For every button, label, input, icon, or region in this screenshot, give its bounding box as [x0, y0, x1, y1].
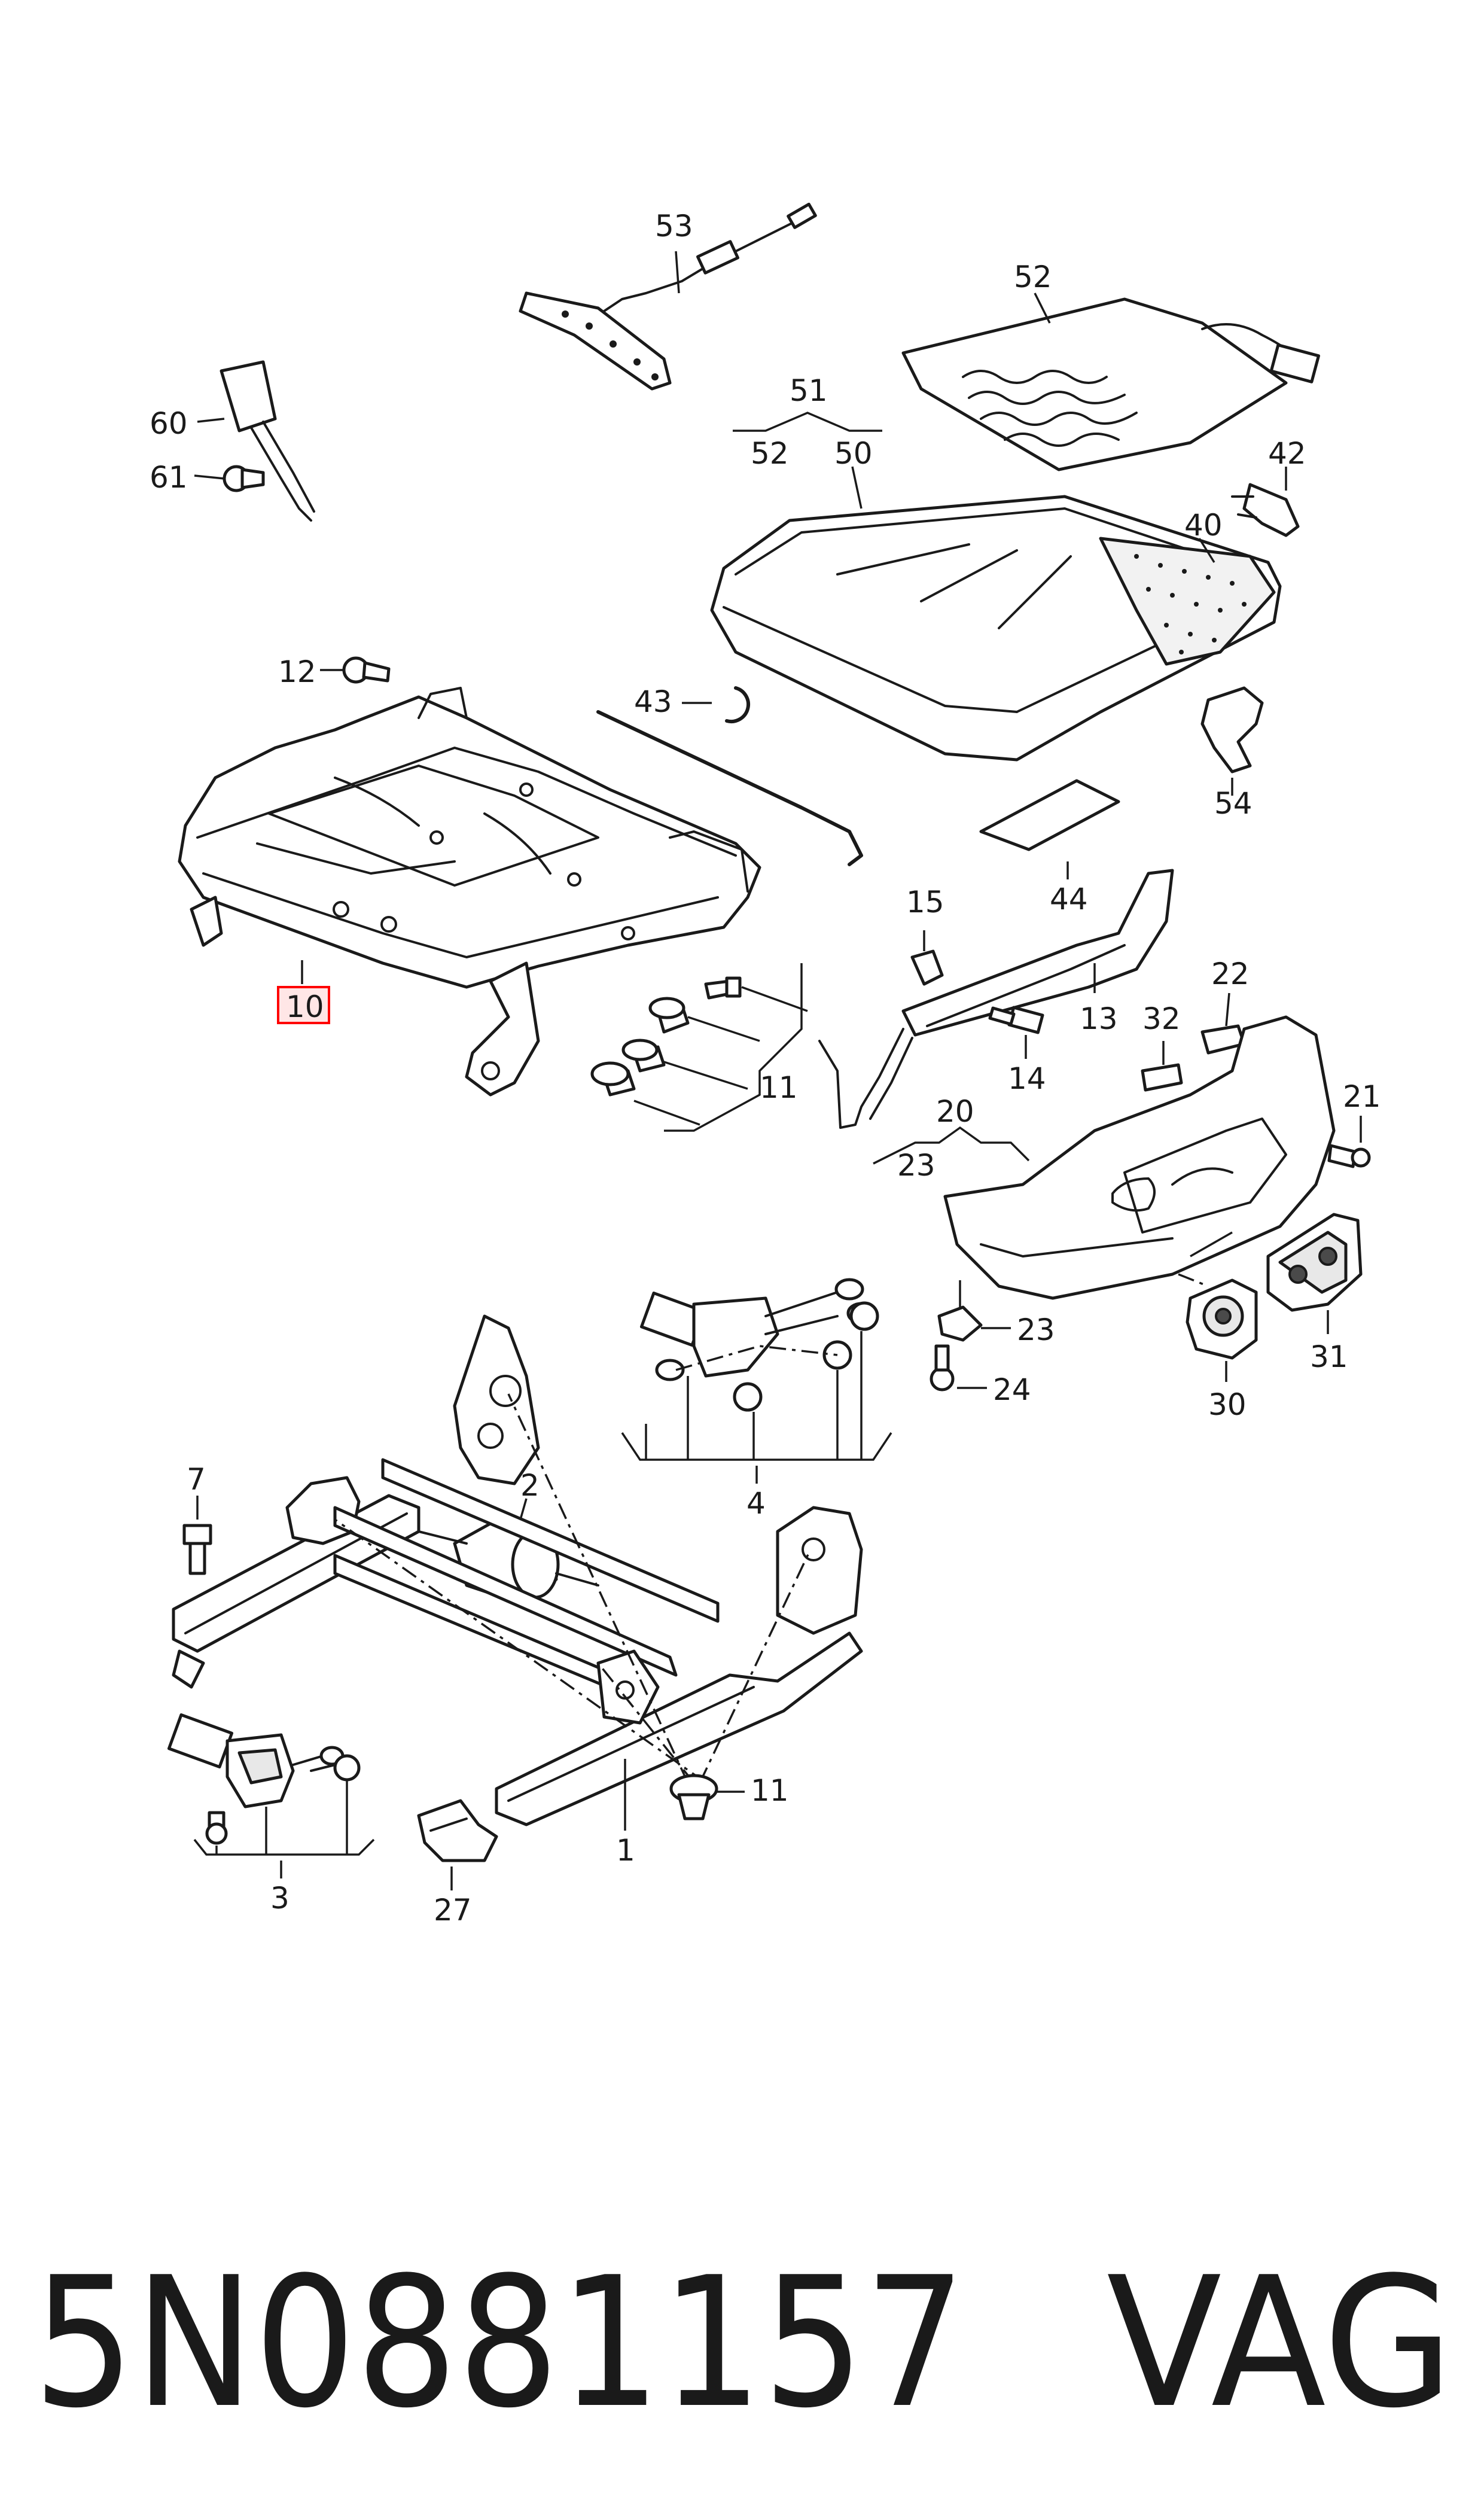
callout-43: 43	[634, 684, 672, 719]
callout-11-lower: 11	[751, 1773, 789, 1808]
callout-50: 50	[834, 436, 873, 471]
part-31-switch-module	[1266, 1213, 1363, 1334]
callout-60: 60	[150, 406, 188, 441]
part-54-clip-bracket	[1200, 686, 1264, 796]
part-7-screw	[182, 1496, 212, 1575]
part-1-seat-frame-rails	[172, 1314, 863, 1831]
callout-44: 44	[1050, 882, 1088, 917]
callout-7: 7	[187, 1462, 206, 1497]
callout-32: 32	[1142, 1001, 1181, 1036]
callout-53: 53	[655, 209, 693, 243]
pad-dots	[1134, 554, 1247, 654]
part-15-clip	[910, 930, 944, 986]
part-11-rivets-upper	[590, 963, 808, 1132]
callout-40: 40	[1184, 508, 1223, 543]
callout-1: 1	[616, 1833, 635, 1868]
callout-10-highlight-box	[277, 986, 330, 1024]
callout-51: 51	[790, 373, 828, 408]
part-30-control-knob	[1178, 1273, 1258, 1382]
callout-20: 20	[936, 1094, 974, 1129]
callout-10: 10	[286, 989, 324, 1024]
part-22-clip	[1200, 992, 1246, 1055]
part-21-bolt	[1327, 1116, 1371, 1168]
callout-52-mat: 52	[1014, 260, 1052, 294]
part-12-bolt	[320, 656, 391, 684]
part-27-cover	[417, 1799, 498, 1890]
part-13-trim-bracket	[818, 869, 1174, 1129]
part-50-seat-cushion	[710, 466, 1282, 762]
part-3-adjuster-motor	[167, 1713, 375, 1878]
callout-52-group: 52	[751, 436, 789, 471]
cushion-support-rod	[596, 710, 863, 866]
part-53-heating-harness	[519, 202, 817, 391]
callout-54: 54	[1214, 786, 1253, 821]
callout-12: 12	[278, 654, 316, 689]
callout-13: 13	[1080, 1001, 1118, 1036]
part-32-cap	[1141, 1041, 1183, 1092]
part-52-heating-mat	[901, 293, 1321, 471]
part-14-screw	[988, 1006, 1044, 1059]
part-24-screw	[930, 1344, 987, 1392]
part-number-label: 5N0881157	[33, 2239, 966, 2447]
callout-21: 21	[1343, 1079, 1381, 1114]
callout-4: 4	[746, 1486, 766, 1521]
part-4-height-adjuster	[621, 1278, 892, 1484]
rivet-leader-lines	[334, 1393, 812, 1784]
part-42-clip	[1231, 467, 1300, 537]
callout-2: 2	[520, 1468, 540, 1503]
part-43-circlip	[682, 686, 750, 723]
part-23-clip	[937, 1280, 1011, 1342]
callout-42: 42	[1268, 436, 1306, 471]
part-60-belt-buckle	[197, 360, 315, 522]
callout-14: 14	[1008, 1061, 1046, 1096]
callout-30: 30	[1208, 1387, 1247, 1422]
callout-23: 23	[1017, 1313, 1055, 1347]
part-61-bolt	[194, 465, 265, 492]
callout-31: 31	[1310, 1339, 1348, 1374]
callout-11-upper: 11	[760, 1070, 798, 1105]
callout-24: 24	[993, 1372, 1031, 1407]
callout-61: 61	[150, 460, 188, 495]
bracket-20	[873, 1126, 1030, 1165]
part-20-side-trim	[943, 1015, 1336, 1300]
bracket-51	[733, 412, 882, 432]
part-11-rivet-lower	[669, 1774, 745, 1820]
callout-15: 15	[906, 885, 944, 919]
part-10-seat-pan-frame	[178, 687, 761, 1097]
callout-23-group: 23	[897, 1148, 936, 1183]
callout-22: 22	[1211, 957, 1250, 991]
callout-3: 3	[270, 1881, 290, 1916]
brand-label: VAG	[1107, 2239, 1453, 2447]
callout-27: 27	[434, 1893, 472, 1928]
part-44-pad	[979, 779, 1120, 879]
